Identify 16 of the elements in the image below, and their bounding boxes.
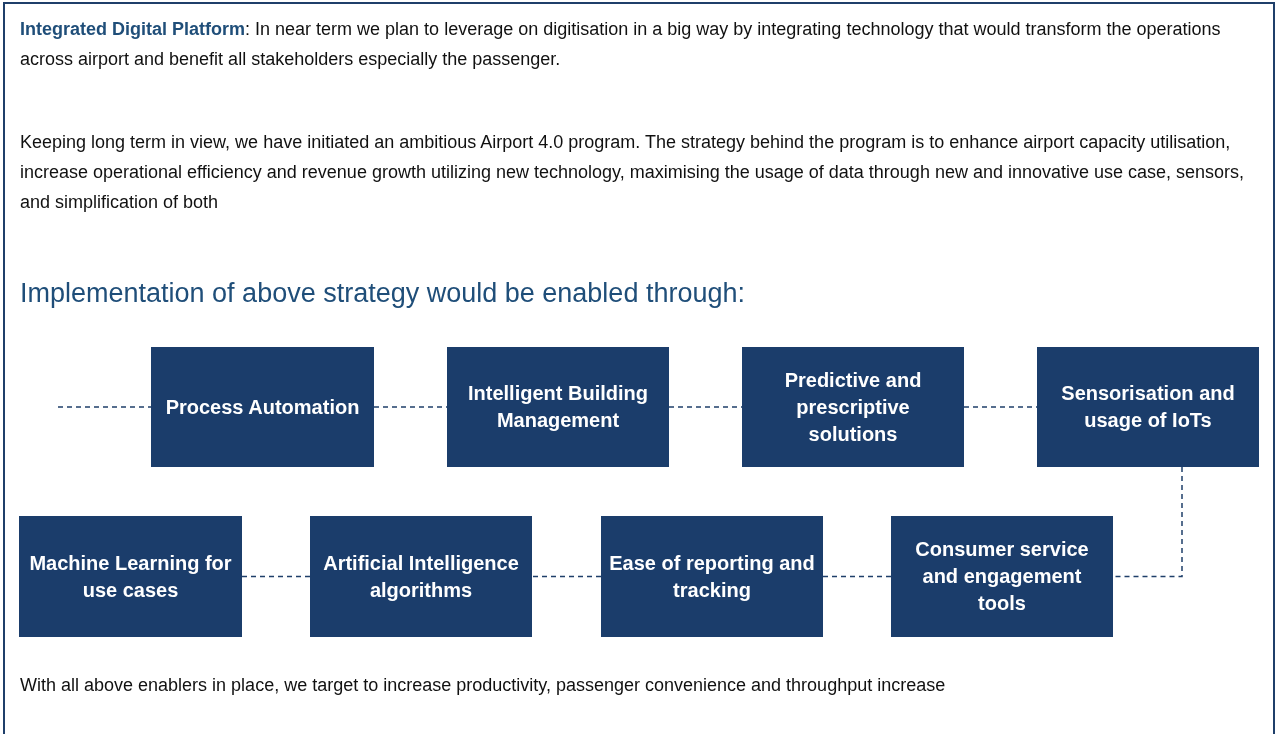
paragraph: Keeping long term in view, we have initiated an ambitious Airport 4.0 program. The strategy behind the program is to enhance airport capacity utilisation, increase operational efficiency and revenue growth utilizing new technology, maximising the usage of data through new and innovative use case, sensors, and simplification of both <box>20 131 1246 214</box>
process-box: Process Automation <box>151 347 374 467</box>
process-box: Intelligent Building Management <box>447 347 669 467</box>
dashed-connector <box>822 575 892 578</box>
process-box: Sensorisation and usage of IoTs <box>1037 347 1259 467</box>
section-heading: Implementation of above strategy would be enabled through: <box>20 277 746 310</box>
process-box: Consumer service and engagement tools <box>891 516 1113 637</box>
paragraph: Integrated Digital Platform: In near term we plan to leverage on digitisation in a big way by integrating technology that would transform the operations across airport and benefit all stakeholders especially the passenger. <box>20 18 1222 71</box>
process-box: Predictive and prescriptive solutions <box>742 347 964 467</box>
dashed-connector <box>241 575 311 578</box>
process-box: Artificial Intelligence algorithms <box>310 516 532 637</box>
paragraph: With all above enablers in place, we target to increase productivity, passenger convenience and throughput increase <box>20 674 947 697</box>
process-box: Machine Learning for use cases <box>19 516 242 637</box>
dashed-connector <box>531 575 602 578</box>
dashed-connector <box>57 406 152 408</box>
process-box: Ease of reporting and tracking <box>601 516 823 637</box>
